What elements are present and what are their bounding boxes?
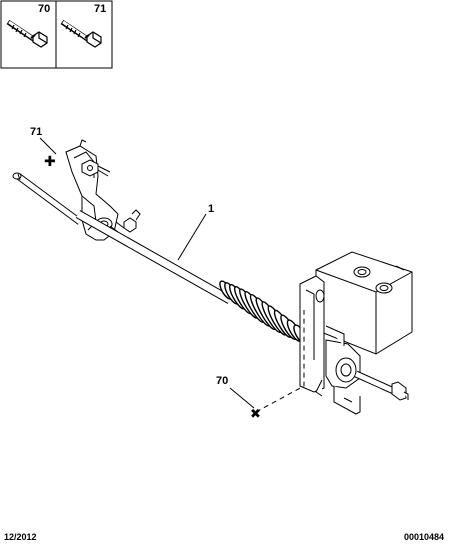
leader-line-1 bbox=[177, 213, 207, 261]
callout-70: 70 ✖ bbox=[216, 375, 261, 422]
selector-housing[interactable] bbox=[315, 251, 413, 355]
callout-label-70: 70 bbox=[216, 375, 228, 387]
callout-label-1: 1 bbox=[208, 203, 214, 215]
legend-ref-70: 70 bbox=[38, 3, 50, 15]
rod-end bbox=[12, 172, 83, 225]
parts-legend: 70 71 bbox=[0, 0, 113, 69]
bolt-70-icon bbox=[6, 19, 48, 48]
gear-cable-assembly bbox=[12, 139, 413, 415]
front-plate bbox=[299, 275, 325, 393]
inner-cable bbox=[75, 209, 233, 304]
bellows-spring bbox=[219, 280, 307, 344]
bolt-71-icon bbox=[60, 19, 102, 48]
leader-line-70 bbox=[229, 387, 255, 409]
fixing-point-marker: ✚ bbox=[44, 154, 56, 170]
footer-reference: 00010484 bbox=[403, 532, 444, 542]
legend-ref-71: 71 bbox=[94, 3, 106, 15]
callout-71: 71 ✚ bbox=[30, 126, 57, 170]
fixing-point-marker-70: ✖ bbox=[250, 407, 261, 422]
callout-label-71: 71 bbox=[30, 126, 42, 138]
callout-1: 1 bbox=[177, 203, 214, 261]
selector-shaft bbox=[315, 325, 409, 415]
leader-line-71 bbox=[39, 137, 57, 155]
footer-date: 12/2012 bbox=[4, 532, 37, 542]
assembly-guide-line bbox=[255, 310, 305, 413]
